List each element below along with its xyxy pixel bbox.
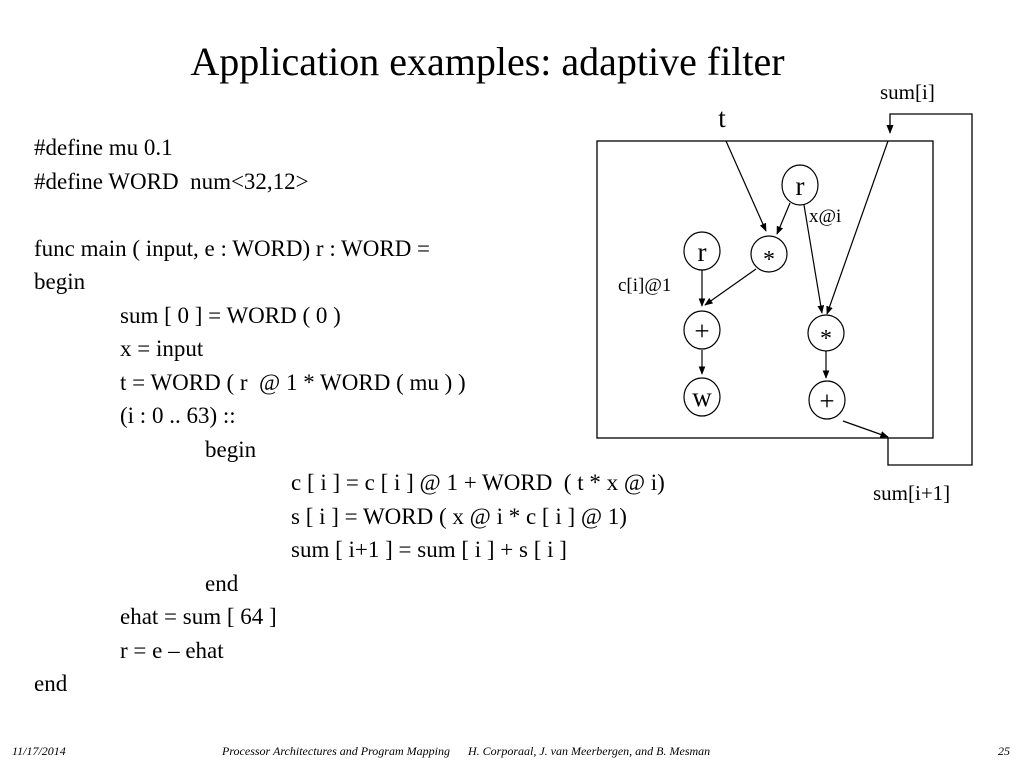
code-line: end (34, 671, 68, 696)
node-add-right-shape (808, 380, 846, 420)
node-add-left-shape (683, 310, 721, 350)
code-line: c [ i ] = c [ i ] @ 1 + WORD ( t * x @ i… (291, 470, 665, 495)
label-t: t (718, 103, 726, 133)
code-line: #define WORD num<32,12> (34, 168, 309, 194)
code-line: (i : 0 .. 63) :: (120, 403, 236, 428)
code-line: t = WORD ( r @ 1 * WORD ( mu ) ) (120, 369, 466, 395)
edge-r-to-mult-left (776, 202, 791, 235)
edge-t-to-mult (725, 140, 767, 232)
code-line: end (205, 570, 239, 596)
label-x: x@i (809, 206, 841, 227)
code-line: begin (34, 269, 86, 294)
footer-credits: Processor Architectures and Program Mapp… (222, 743, 710, 759)
code-line: x = input (120, 336, 204, 361)
code-line: ehat = sum [ 64 ] (120, 604, 277, 629)
node-r-left: r (698, 237, 707, 267)
footer-date: 11/17/2014 (12, 744, 66, 758)
code-line: sum [ 0 ] = WORD ( 0 ) (120, 302, 341, 328)
code-line: r = e – ehat (120, 637, 224, 663)
edge-add-to-sum-out (842, 420, 889, 438)
code-line: s [ i ] = WORD ( x @ i * c [ i ] @ 1) (291, 503, 627, 529)
node-mult-left-shape (750, 235, 788, 273)
code-line: func main ( input, e : WORD) r : WORD = (34, 235, 431, 261)
loop-body-box (596, 140, 934, 439)
node-add-left: + (694, 316, 709, 346)
footer-course: Processor Architectures and Program Mapp… (222, 744, 450, 758)
code-line: #define mu 0.1 (34, 135, 173, 160)
footer-authors: H. Corporaal, J. van Meerbergen, and B. … (467, 744, 711, 758)
slide-title: Application examples: adaptive filter (190, 39, 785, 84)
edge-sum-to-mult-right (826, 140, 889, 315)
node-add-right: + (819, 386, 834, 416)
node-w: w (692, 382, 712, 412)
sum-feedback-path (886, 113, 973, 466)
label-sum-in: sum[i] (880, 80, 935, 104)
edge-mult-to-add (704, 268, 757, 306)
label-c: c[i]@1 (618, 275, 671, 296)
node-r-top: r (796, 171, 805, 201)
page-number: 25 (998, 744, 1010, 758)
label-sum-out: sum[i+1] (873, 481, 950, 505)
node-mult-left: * (763, 247, 775, 273)
edge-r-to-mult-right (803, 204, 825, 314)
node-w-shape (683, 377, 721, 417)
node-mult-right-shape (807, 314, 845, 352)
code-listing: #define mu 0.1 #define WORD num<32,12> fun… (34, 131, 665, 701)
code-line: begin (205, 436, 257, 462)
node-mult-right: * (820, 326, 832, 352)
node-r-left-shape (683, 231, 721, 271)
node-r-top-shape (781, 164, 819, 206)
code-line: sum [ i+1 ] = sum [ i ] + s [ i ] (291, 537, 567, 562)
